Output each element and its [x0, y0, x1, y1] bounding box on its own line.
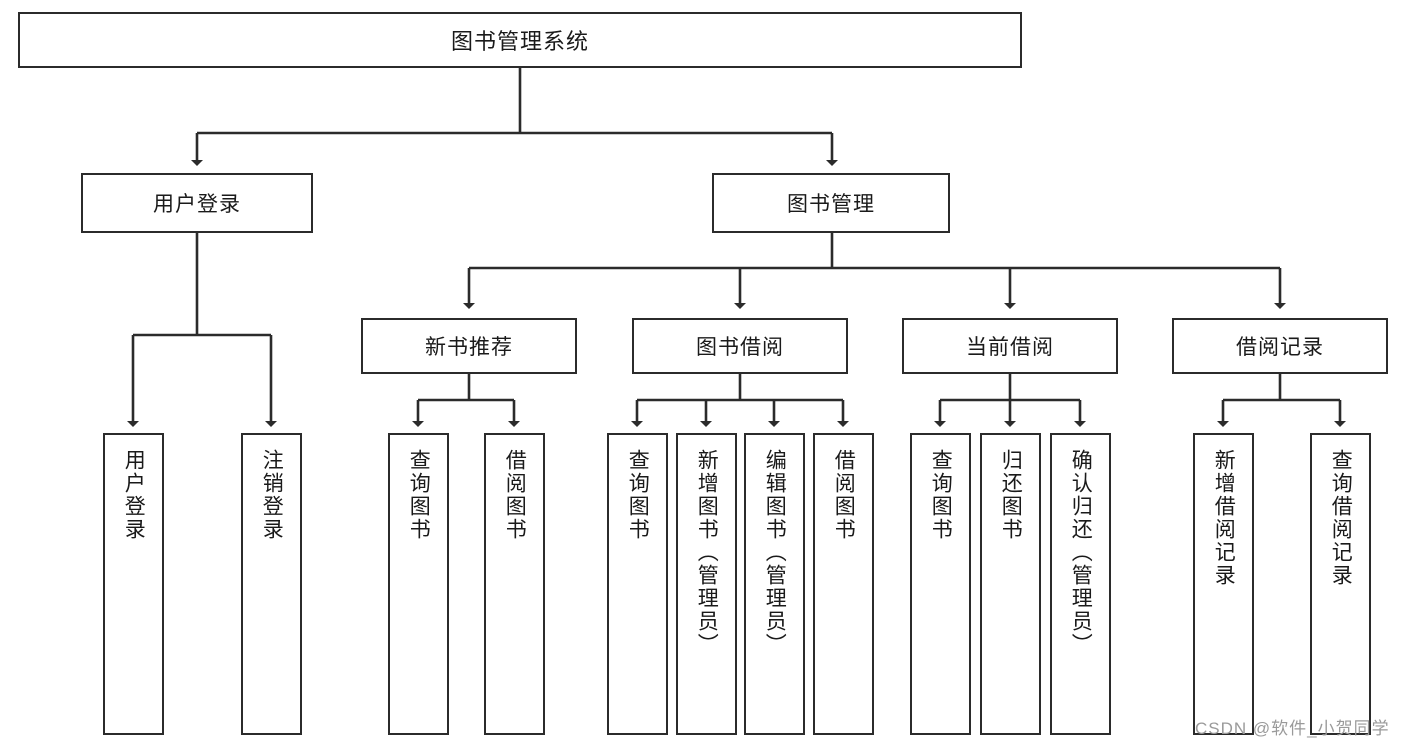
leaf-label: 借阅图书: [832, 449, 856, 541]
node-root-label: 图书管理系统: [450, 29, 589, 54]
leaf-label: 新增借阅记录: [1212, 449, 1236, 587]
leaf-current-borrow-confirm[interactable]: 确认归还（管理员）: [1050, 433, 1111, 735]
node-book-borrow[interactable]: 图书借阅: [632, 318, 848, 374]
leaf-label: 查询借阅记录: [1329, 449, 1353, 587]
leaf-label: 用户登录: [122, 449, 146, 541]
leaf-label: 查询图书: [929, 449, 953, 541]
leaf-label: 确认归还（管理员）: [1069, 449, 1093, 656]
leaf-label: 查询图书: [626, 449, 650, 541]
leaf-book-borrow-add[interactable]: 新增图书（管理员）: [676, 433, 737, 735]
leaf-user-login-login[interactable]: 用户登录: [103, 433, 164, 735]
leaf-label: 编辑图书（管理员）: [763, 449, 787, 656]
leaf-book-borrow-borrow[interactable]: 借阅图书: [813, 433, 874, 735]
node-book-borrow-label: 图书借阅: [696, 336, 784, 359]
node-borrow-record[interactable]: 借阅记录: [1172, 318, 1388, 374]
node-book-management-label: 图书管理: [787, 193, 875, 216]
leaf-borrow-record-query[interactable]: 查询借阅记录: [1310, 433, 1371, 735]
leaf-book-borrow-edit[interactable]: 编辑图书（管理员）: [744, 433, 805, 735]
leaf-borrow-record-add[interactable]: 新增借阅记录: [1193, 433, 1254, 735]
node-user-login[interactable]: 用户登录: [81, 173, 313, 233]
leaf-label: 借阅图书: [503, 449, 527, 541]
leaf-label: 归还图书: [999, 449, 1023, 541]
leaf-label: 查询图书: [407, 449, 431, 541]
node-new-book-recommend-label: 新书推荐: [425, 336, 513, 359]
leaf-new-book-borrow[interactable]: 借阅图书: [484, 433, 545, 735]
watermark: CSDN @软件_小贺同学: [1195, 719, 1390, 738]
leaf-current-borrow-query[interactable]: 查询图书: [910, 433, 971, 735]
leaf-new-book-query[interactable]: 查询图书: [388, 433, 449, 735]
leaf-book-borrow-query[interactable]: 查询图书: [607, 433, 668, 735]
node-borrow-record-label: 借阅记录: [1236, 336, 1324, 359]
node-user-login-label: 用户登录: [153, 193, 241, 216]
leaf-current-borrow-return[interactable]: 归还图书: [980, 433, 1041, 735]
node-new-book-recommend[interactable]: 新书推荐: [361, 318, 577, 374]
leaf-user-login-logout[interactable]: 注销登录: [241, 433, 302, 735]
node-current-borrow[interactable]: 当前借阅: [902, 318, 1118, 374]
node-root[interactable]: 图书管理系统: [18, 12, 1022, 68]
leaf-label: 注销登录: [260, 449, 284, 541]
leaf-label: 新增图书（管理员）: [695, 449, 719, 656]
node-book-management[interactable]: 图书管理: [712, 173, 950, 233]
node-current-borrow-label: 当前借阅: [966, 336, 1054, 359]
